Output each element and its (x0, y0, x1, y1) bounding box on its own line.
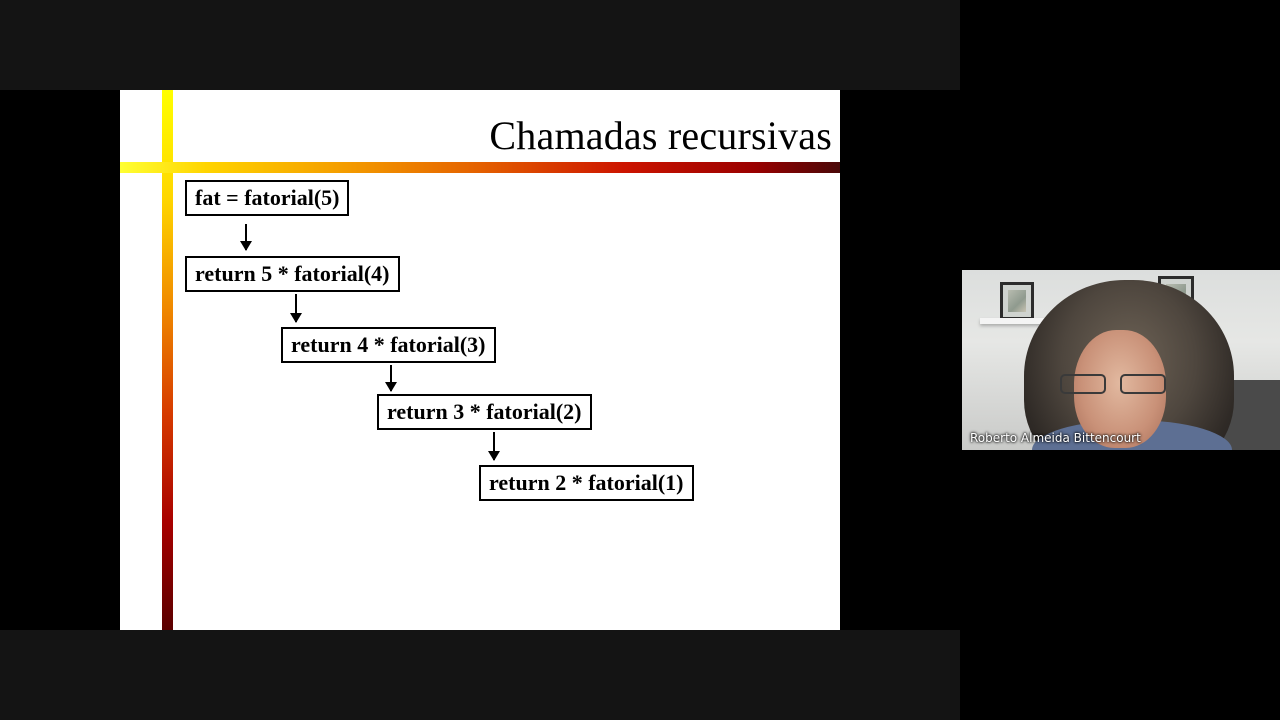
arrow-down-icon (290, 294, 302, 323)
screen-share-bottom-bar (0, 630, 960, 720)
participant-name-label: Roberto Almeida Bittencourt (970, 431, 1141, 445)
participant-video-tile[interactable]: Roberto Almeida Bittencourt (962, 270, 1280, 450)
slide-vertical-accent-bar (162, 90, 173, 630)
wall-picture-frame (1000, 282, 1034, 320)
slide-title: Chamadas recursivas (489, 113, 832, 158)
call-box-2: return 5 * fatorial(4) (185, 256, 400, 292)
arrow-down-icon (488, 432, 500, 461)
call-box-4: return 3 * fatorial(2) (377, 394, 592, 430)
call-box-5: return 2 * fatorial(1) (479, 465, 694, 501)
glasses-icon (1060, 374, 1180, 394)
arrow-down-icon (240, 224, 252, 251)
arrow-down-icon (385, 365, 397, 392)
screen-share-top-bar (0, 0, 960, 90)
call-box-3: return 4 * fatorial(3) (281, 327, 496, 363)
call-box-1: fat = fatorial(5) (185, 180, 350, 216)
presentation-slide: Chamadas recursivas fat = fatorial(5) re… (120, 90, 840, 630)
slide-horizontal-accent-bar (120, 162, 840, 173)
